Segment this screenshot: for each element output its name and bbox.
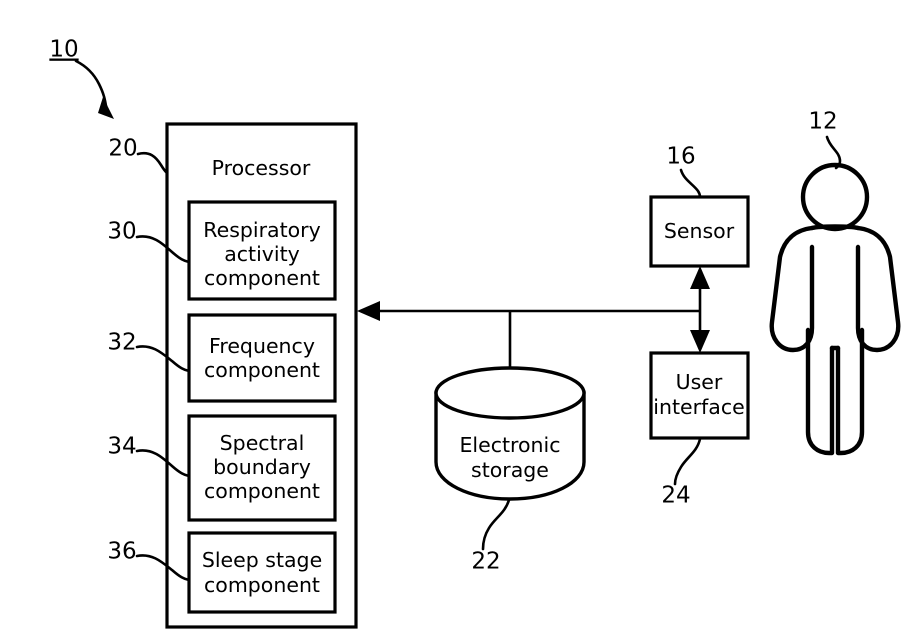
subject-ref-leader bbox=[825, 135, 842, 170]
sensor-ui-double-arrow bbox=[690, 266, 710, 353]
sensor-box bbox=[649, 195, 750, 268]
respiratory-activity-component-leader bbox=[135, 235, 191, 264]
person-right-leg bbox=[835, 327, 865, 456]
person-left-leg bbox=[805, 327, 835, 456]
system-ref-arrow-curve bbox=[74, 59, 108, 108]
cylinder-body bbox=[434, 391, 586, 501]
sensor-ref-leader bbox=[679, 168, 702, 199]
sensor-inbound-arrowhead bbox=[690, 266, 710, 289]
frequency-component-box bbox=[187, 313, 337, 403]
system-ref-arrowhead bbox=[98, 97, 114, 119]
user-interface-box bbox=[649, 351, 750, 440]
sleep-stage-component-leader bbox=[135, 554, 191, 582]
sensor-to-processor-connector bbox=[357, 301, 700, 321]
cylinder-top-ellipse bbox=[434, 366, 586, 420]
spectral-boundary-component-leader bbox=[135, 449, 191, 478]
user-interface-ref-leader bbox=[673, 437, 702, 486]
processor-ref-leader bbox=[136, 151, 169, 175]
person-head bbox=[800, 162, 870, 232]
spectral-boundary-component-box bbox=[187, 414, 337, 522]
electronic-storage-cylinder bbox=[434, 366, 586, 501]
storage-ref-leader bbox=[481, 498, 511, 551]
person-shoulders bbox=[809, 224, 861, 231]
frequency-component-leader bbox=[135, 345, 191, 373]
respiratory-activity-component-box bbox=[187, 200, 337, 301]
processor-inbound-arrowhead bbox=[357, 301, 380, 321]
system-ref-callout bbox=[74, 59, 114, 119]
subject-person-icon bbox=[769, 135, 901, 456]
user-interface-inbound-arrowhead bbox=[690, 330, 710, 353]
sleep-stage-component-box bbox=[187, 531, 337, 614]
